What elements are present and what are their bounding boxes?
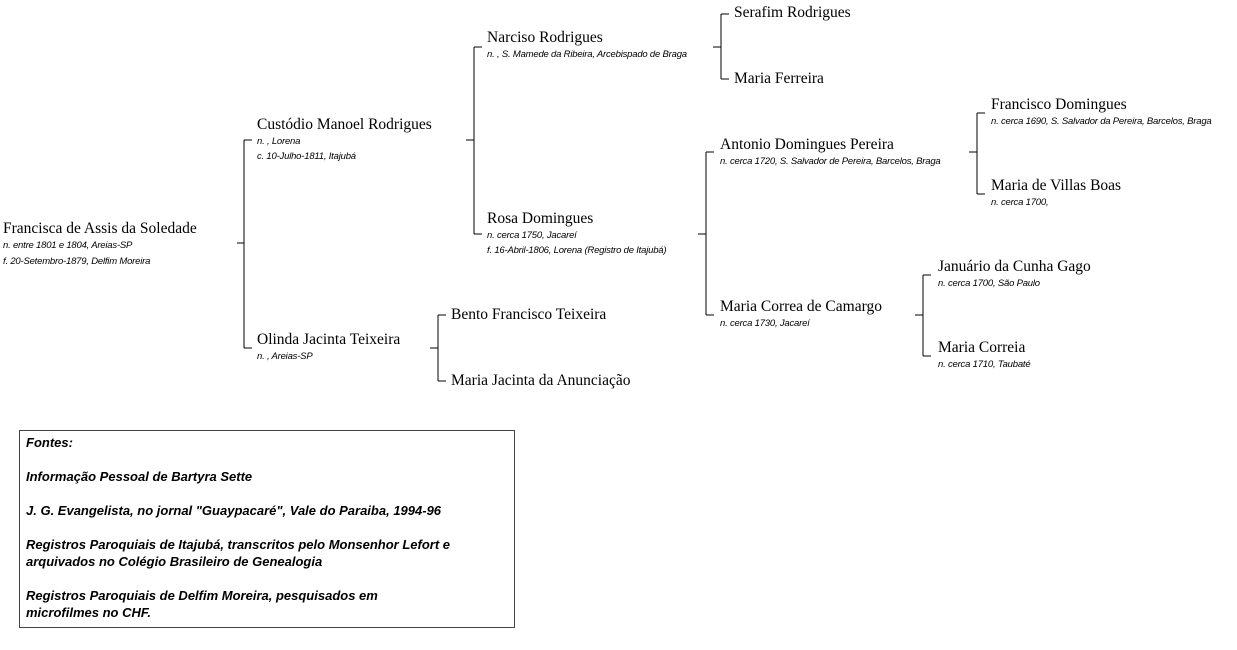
source-item: Registros Paroquiais de Delfim Moreira, …: [26, 588, 378, 603]
person-bento: Bento Francisco Teixeira: [451, 306, 606, 324]
person-maria-correa: Maria Correa de Camargo n. cerca 1730, J…: [720, 298, 882, 331]
person-detail: n. , Lorena: [257, 136, 301, 147]
person-name: Antonio Domingues Pereira: [720, 136, 894, 153]
connector-p5: [698, 151, 714, 316]
person-maria-correia: Maria Correia n. cerca 1710, Taubaté: [938, 339, 1031, 372]
person-name: Maria Jacinta da Anunciação: [451, 372, 631, 389]
connector-p2: [466, 46, 482, 235]
person-detail: n. cerca 1750, Jacareí: [487, 230, 577, 241]
person-maria-jacinta: Maria Jacinta da Anunciação: [451, 372, 630, 390]
person-name: Francisco Domingues: [991, 96, 1127, 113]
connector-p10: [969, 112, 985, 195]
person-name: Olinda Jacinta Teixeira: [257, 331, 401, 348]
person-name: Maria Correia: [938, 339, 1026, 356]
connector-p3: [430, 314, 446, 382]
person-name: Custódio Manoel Rodrigues: [257, 116, 432, 133]
person-detail: f. 20-Setembro-1879, Delfim Moreira: [3, 256, 151, 267]
person-detail: c. 10-Julho-1811, Itajubá: [257, 151, 356, 162]
connector-p11: [915, 274, 931, 357]
person-name: Serafim Rodrigues: [734, 4, 851, 21]
person-detail: n. cerca 1710, Taubaté: [938, 359, 1031, 370]
person-antonio: Antonio Domingues Pereira n. cerca 1720,…: [720, 136, 941, 169]
person-name: Maria Ferreira: [734, 70, 824, 87]
spacer: [26, 485, 508, 502]
source-item: J. G. Evangelista, no jornal "Guaypacaré…: [26, 503, 442, 518]
connector-p4: [713, 13, 729, 80]
person-detail: f. 16-Abril-1806, Lorena (Registro de It…: [487, 245, 667, 256]
spacer: [26, 519, 508, 536]
person-maria-villas-boas: Maria de Villas Boas n. cerca 1700,: [991, 177, 1121, 210]
person-francisca: Francisca de Assis da Soledade n. entre …: [3, 220, 197, 269]
person-name: Maria de Villas Boas: [991, 177, 1122, 194]
person-detail: n. cerca 1700, São Paulo: [938, 278, 1040, 289]
person-detail: n. , Areias-SP: [257, 351, 313, 362]
source-item-continued: arquivados no Colégio Brasileiro de Gene…: [26, 554, 323, 569]
connector-p1: [237, 139, 252, 349]
person-custodio: Custódio Manoel Rodrigues n. , Lorena c.…: [257, 116, 432, 164]
person-maria-ferreira: Maria Ferreira: [734, 70, 824, 88]
person-detail: n. cerca 1690, S. Salvador da Pereira, B…: [991, 116, 1212, 127]
person-olinda: Olinda Jacinta Teixeira n. , Areias-SP: [257, 331, 400, 364]
person-name: Januário da Cunha Gago: [938, 258, 1091, 275]
person-detail: n. cerca 1720, S. Salvador de Pereira, B…: [720, 156, 941, 167]
person-rosa: Rosa Domingues n. cerca 1750, Jacareí f.…: [487, 210, 667, 258]
person-detail: n. cerca 1730, Jacareí: [720, 318, 810, 329]
person-serafim: Serafim Rodrigues: [734, 4, 851, 22]
source-item: Informação Pessoal de Bartyra Sette: [26, 469, 253, 484]
person-narciso: Narciso Rodrigues n. , S. Mamede da Ribe…: [487, 29, 687, 62]
person-detail: n. cerca 1700,: [991, 197, 1049, 208]
spacer: [26, 451, 508, 468]
source-item: Registros Paroquiais de Itajubá, transcr…: [26, 537, 451, 552]
sources-box: Fontes: Informação Pessoal de Bartyra Se…: [19, 430, 515, 628]
source-item-continued: microfilmes no CHF.: [26, 605, 151, 620]
spacer: [26, 570, 508, 587]
person-name: Francisca de Assis da Soledade: [3, 220, 197, 237]
person-name: Maria Correa de Camargo: [720, 298, 882, 315]
person-name: Rosa Domingues: [487, 210, 594, 227]
person-detail: n. entre 1801 e 1804, Areias-SP: [3, 240, 133, 251]
person-name: Narciso Rodrigues: [487, 29, 603, 46]
person-januario: Januário da Cunha Gago n. cerca 1700, Sã…: [938, 258, 1091, 291]
sources-heading: Fontes:: [26, 435, 73, 450]
person-francisco: Francisco Domingues n. cerca 1690, S. Sa…: [991, 96, 1212, 129]
person-name: Bento Francisco Teixeira: [451, 306, 607, 323]
person-detail: n. , S. Mamede da Ribeira, Arcebispado d…: [487, 49, 687, 60]
